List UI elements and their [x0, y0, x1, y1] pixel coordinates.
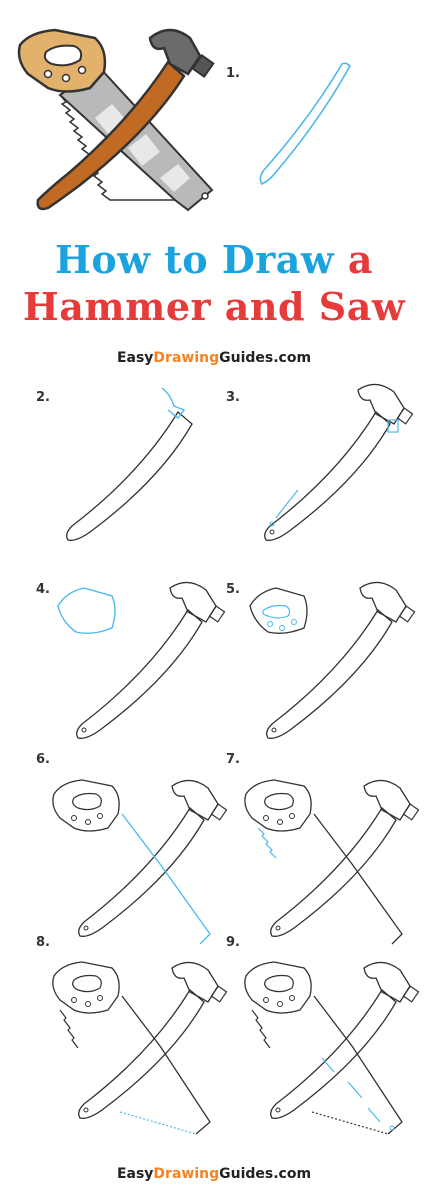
step-number: 8. [36, 935, 50, 950]
step-4-drawing [57, 581, 226, 739]
step-9-drawing [244, 961, 420, 1135]
step-number: 4. [36, 582, 50, 597]
brand-com: .com [273, 1166, 312, 1182]
step-6-drawing [52, 779, 228, 945]
brand-logo-bottom: EasyDrawingGuides.com [0, 1166, 428, 1182]
title-how-to-draw: How to Draw [55, 237, 335, 282]
step-7-drawing [244, 779, 420, 945]
step-3-drawing [264, 383, 414, 541]
brand-drawing: Drawing [153, 1166, 220, 1182]
hammer-handle [36, 60, 186, 211]
brand-logo-top: EasyDrawingGuides.com [0, 350, 428, 366]
saw-handle [17, 28, 107, 93]
step-number: 9. [226, 935, 240, 950]
step-number: 2. [36, 390, 50, 405]
page-title-line-2: Hammer and Saw [22, 284, 406, 329]
brand-guides: Guides [219, 1166, 274, 1182]
step-8-drawing [52, 961, 228, 1135]
step-number: 5. [226, 582, 240, 597]
brand-easy: Easy [116, 350, 154, 366]
title-a: a [347, 237, 373, 282]
step-2-drawing [66, 387, 193, 541]
page-title-line-1: How to Draw a [0, 238, 428, 282]
step-number: 3. [226, 390, 240, 405]
brand-guides: Guides [219, 350, 274, 366]
brand-com: .com [273, 350, 312, 366]
hammer-head [148, 28, 215, 78]
step-5-drawing [249, 581, 416, 739]
brand-drawing: Drawing [153, 350, 220, 366]
step-number: 7. [226, 752, 240, 767]
step-number: 6. [36, 752, 50, 767]
step-number: 1. [226, 66, 240, 81]
brand-easy: Easy [116, 1166, 154, 1182]
